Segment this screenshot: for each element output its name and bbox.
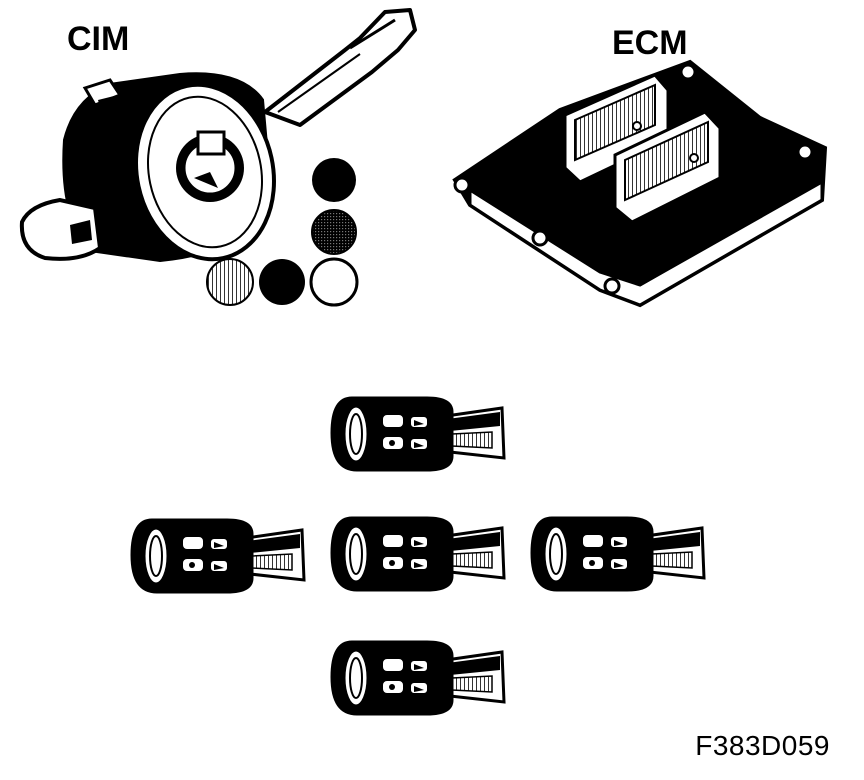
figure-code: F383D059 xyxy=(695,730,830,761)
key-fob-bottom xyxy=(330,640,506,716)
ecm-module xyxy=(452,59,828,308)
color-dot-hatched-gray xyxy=(206,258,254,306)
key-fob-top xyxy=(330,396,506,472)
color-dot-group xyxy=(206,158,359,307)
color-dot-dark-gray xyxy=(311,209,357,255)
key-fob-middle-right xyxy=(530,516,706,592)
cim-label: CIM xyxy=(67,20,130,58)
color-dot-white xyxy=(309,257,359,307)
color-dot-black-1 xyxy=(312,158,356,202)
cim-module xyxy=(19,8,417,263)
color-dot-black-2 xyxy=(259,259,305,305)
ecm-label: ECM xyxy=(612,24,688,62)
key-fob-middle-left xyxy=(130,518,306,594)
key-fob-middle-center xyxy=(330,516,506,592)
